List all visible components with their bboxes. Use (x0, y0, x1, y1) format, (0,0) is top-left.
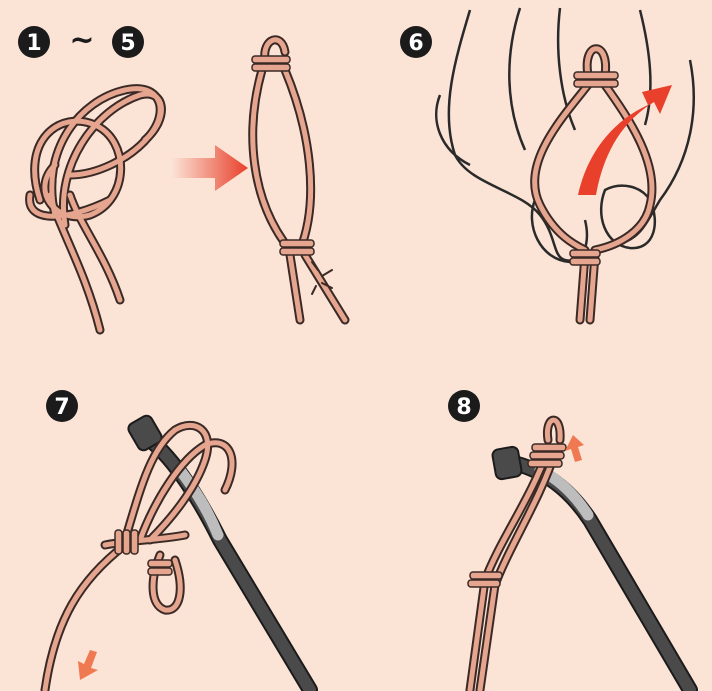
badge-label: 8 (456, 395, 471, 420)
badge-from-label: 1 (26, 31, 41, 56)
step-badge-6: 6 (400, 26, 432, 58)
badge-label: 7 (54, 395, 69, 420)
step-badge-7: 7 (46, 390, 78, 422)
badge-label: 6 (408, 31, 423, 56)
badge-separator: ~ (69, 23, 94, 58)
step-badge-1-5: 1 ~ 5 (18, 23, 144, 58)
badge-to-label: 5 (120, 31, 135, 56)
step-badge-8: 8 (448, 390, 480, 422)
